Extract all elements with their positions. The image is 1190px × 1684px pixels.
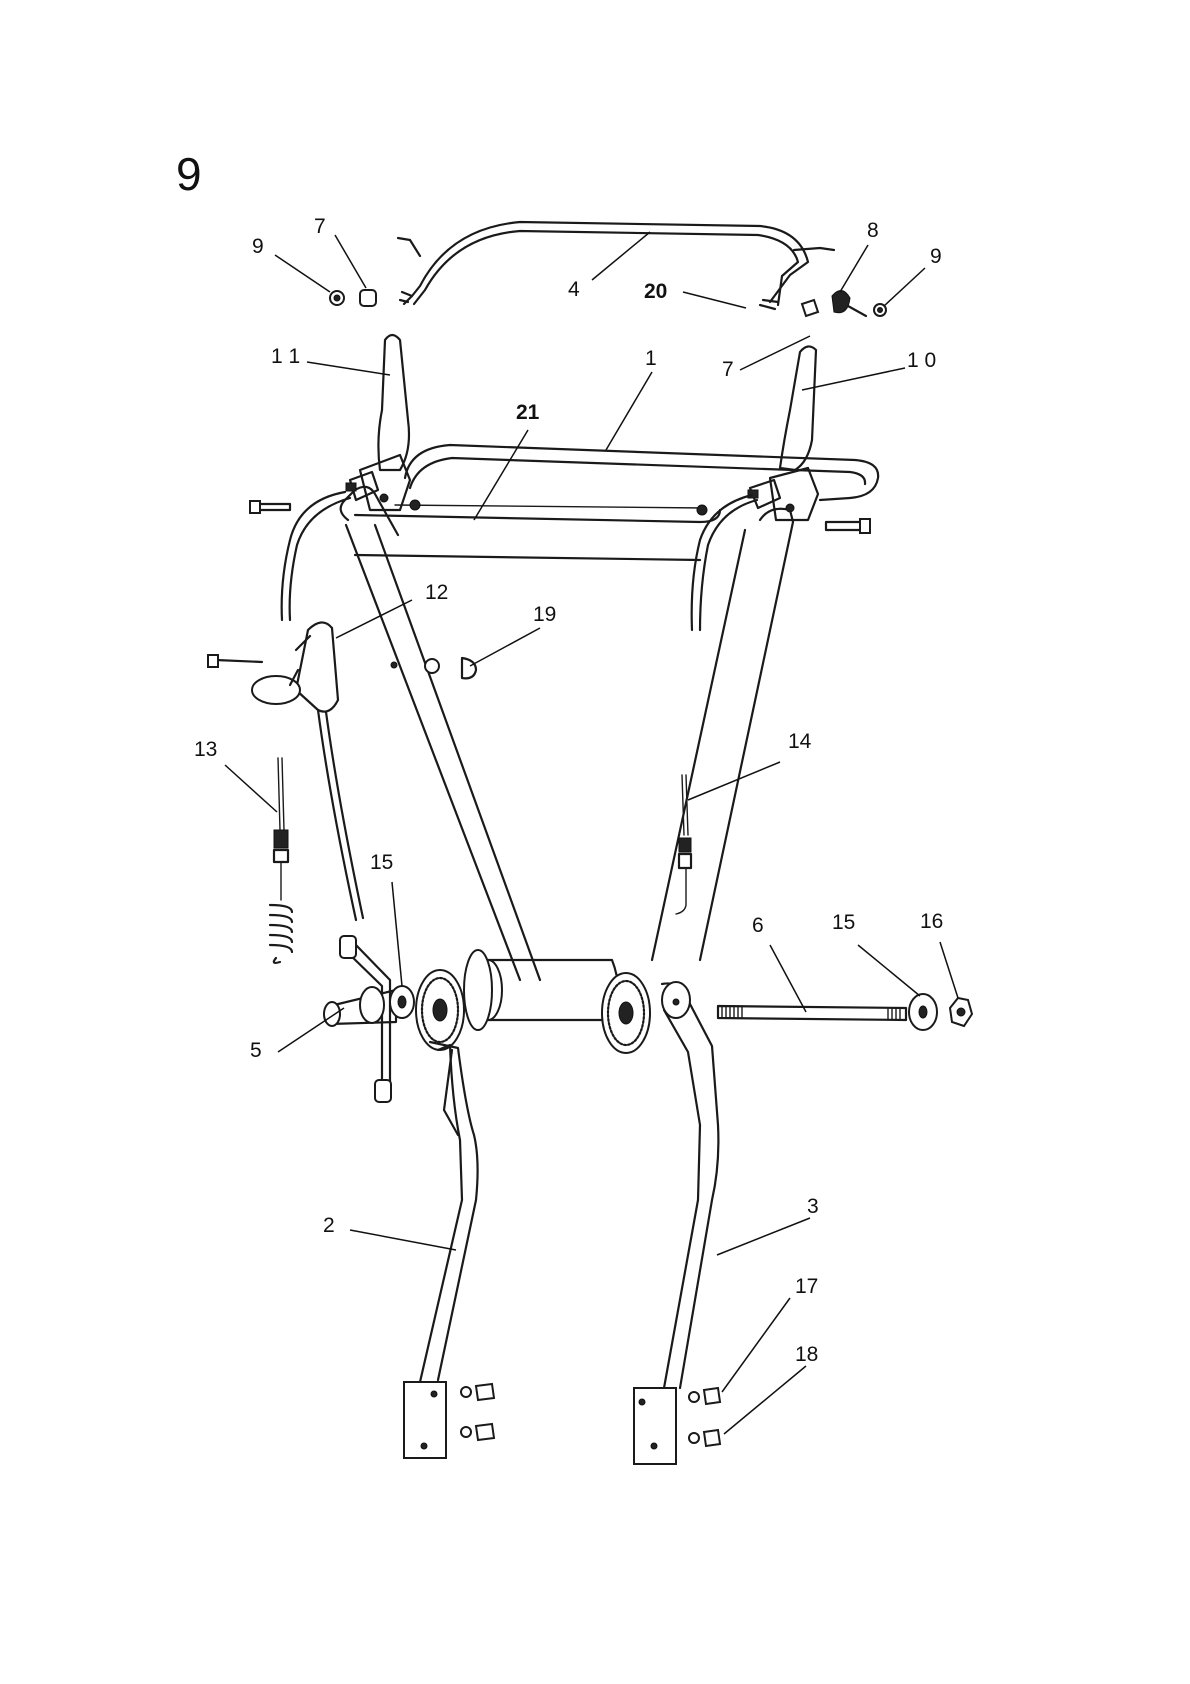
leader-lines (224, 231, 959, 1435)
right-leg-bolts-17-18 (688, 1386, 722, 1448)
lever-bolt-right (824, 518, 871, 534)
callout-8: 8 (867, 219, 879, 242)
callout-9-right: 9 (930, 245, 942, 268)
callout-1: 1 (645, 347, 657, 370)
part-9-nut-left (329, 290, 345, 306)
gear-disc-right (601, 972, 651, 1054)
part-12-throttle-control (207, 621, 365, 922)
part-8-spring-clip (831, 290, 868, 318)
callout-21: 21 (516, 401, 540, 424)
callout-19: 19 (533, 603, 556, 626)
part-14-right-cable (675, 774, 693, 915)
part-21-cross-rod (394, 504, 706, 509)
callout-7-right: 7 (722, 358, 734, 381)
callout-20: 20 (644, 280, 667, 303)
callout-10: 1 0 (907, 349, 936, 372)
callout-18: 18 (795, 1343, 818, 1366)
part-15-washer-left (389, 985, 415, 1019)
part-7-bushing-left (359, 289, 377, 307)
part-4-upper-handle (396, 220, 836, 311)
left-lever-cable (280, 490, 347, 622)
callout-16: 16 (920, 910, 943, 933)
left-lever-cable-inner (288, 496, 352, 622)
right-lever-cable (690, 493, 754, 632)
callout-labels: 9 7 4 8 9 20 1 1 1 7 1 0 21 12 19 13 14 … (194, 215, 943, 1366)
callout-17: 17 (795, 1275, 818, 1298)
callout-15-right: 15 (832, 911, 855, 934)
callout-6: 6 (752, 914, 764, 937)
right-lever-cable-inner (698, 498, 759, 632)
callout-3: 3 (807, 1195, 819, 1218)
part-5-t-handle (323, 935, 398, 1103)
part-9-nut-right (873, 303, 887, 317)
part-11-left-lever (345, 333, 421, 512)
callout-12: 12 (425, 581, 448, 604)
callout-11: 1 1 (271, 345, 300, 368)
part-1-main-frame (339, 443, 880, 1031)
callout-9-left: 9 (252, 235, 264, 258)
part-19-nut-cap (390, 656, 478, 680)
callout-4: 4 (568, 278, 580, 301)
part-13-spring-cable (268, 757, 294, 964)
gear-disc-left (415, 969, 465, 1051)
part-3-right-leg (633, 981, 720, 1465)
part-15-washer-right (908, 993, 938, 1031)
page-number: 9 (176, 148, 202, 200)
callout-14: 14 (788, 730, 812, 753)
left-leg-bolts (460, 1382, 496, 1442)
callout-5: 5 (250, 1039, 262, 1062)
callout-2: 2 (323, 1214, 335, 1237)
part-6-long-bolt (716, 1004, 908, 1022)
callout-7-left: 7 (314, 215, 326, 238)
callout-15-left: 15 (370, 851, 393, 874)
part-16-nut (948, 996, 974, 1028)
part-10-right-lever (696, 345, 820, 522)
part-2-left-leg (403, 1040, 479, 1459)
part-7-bushing-right (800, 298, 820, 318)
lever-bolt-left (249, 500, 292, 514)
callout-13: 13 (194, 738, 217, 761)
